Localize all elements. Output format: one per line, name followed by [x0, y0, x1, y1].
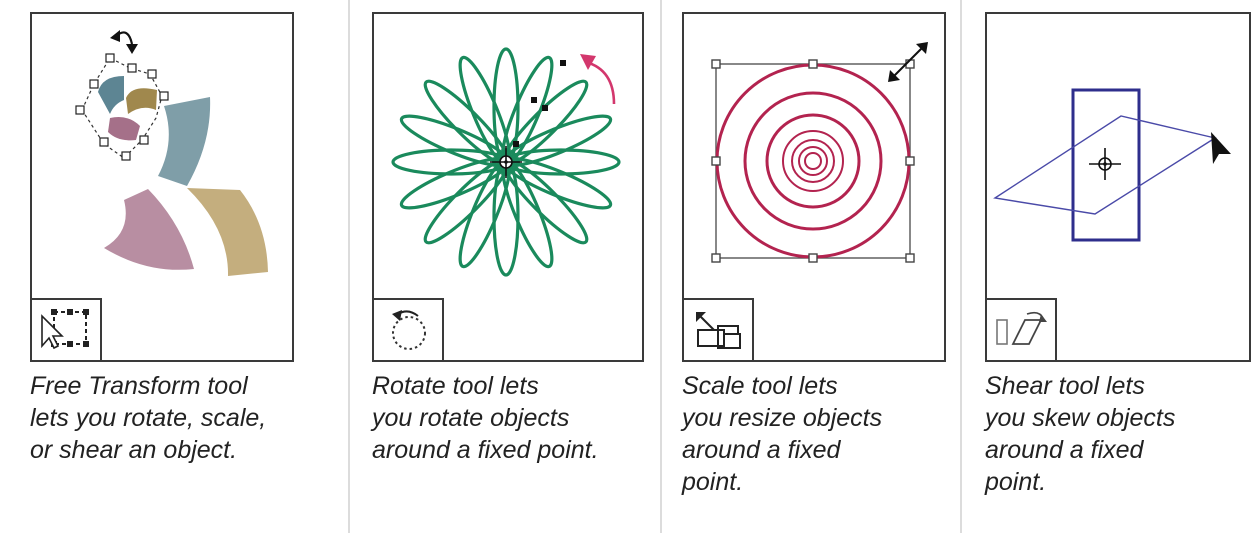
column-divider: [960, 0, 962, 533]
scale-caption: Scale tool lets you resize objects aroun…: [682, 372, 883, 496]
rotate-caption: Rotate tool lets you rotate objects arou…: [372, 372, 599, 464]
shear-illustration: [985, 12, 1251, 362]
scale-tool-button[interactable]: [684, 298, 754, 360]
free-transform-panel: Free Transform tool lets you rotate, sca…: [30, 0, 330, 533]
shear-icon: [996, 311, 1047, 345]
free-transform-tool-button[interactable]: [32, 298, 102, 360]
rotate-panel: Rotate tool lets you rotate objects arou…: [372, 0, 652, 533]
column-divider: [660, 0, 662, 533]
rotate-tool-button[interactable]: [374, 298, 444, 360]
shear-tool-button[interactable]: [987, 298, 1057, 360]
rotate-artwork: [391, 47, 621, 277]
free-transform-artwork: [75, 30, 268, 276]
scale-icon: [696, 312, 741, 349]
free-transform-illustration: [30, 12, 294, 362]
rotate-illustration: [372, 12, 644, 362]
scale-artwork: [711, 42, 928, 263]
scale-panel: Scale tool lets you resize objects aroun…: [682, 0, 954, 533]
free-transform-caption: Free Transform tool lets you rotate, sca…: [30, 372, 267, 464]
shear-caption: Shear tool lets you skew objects around …: [985, 372, 1176, 496]
column-divider: [348, 0, 350, 533]
scale-illustration: [682, 12, 946, 362]
free-transform-icon: [41, 309, 89, 350]
rotate-icon: [392, 310, 426, 350]
shear-artwork: [993, 88, 1231, 242]
shear-panel: Shear tool lets you skew objects around …: [985, 0, 1255, 533]
